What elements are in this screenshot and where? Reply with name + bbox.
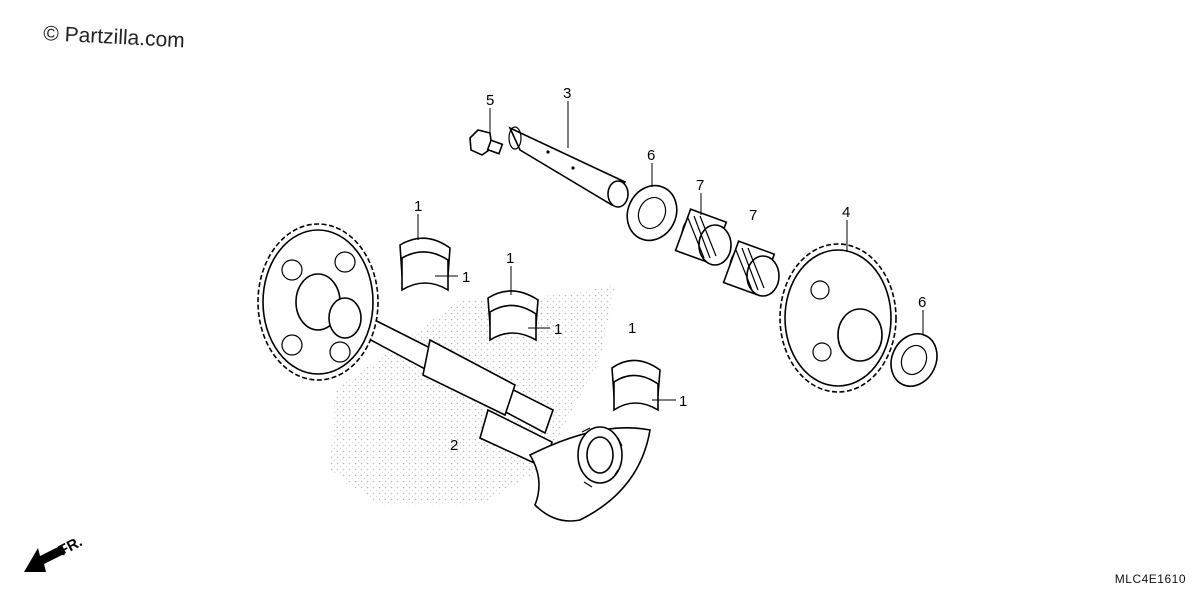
needle-bearing	[722, 240, 780, 297]
diagram-code: MLC4E1610	[1114, 572, 1186, 586]
callout-7-left: 7	[696, 177, 704, 194]
bearing-shell	[487, 290, 539, 342]
needle-bearing	[674, 208, 732, 266]
balancer-gear	[257, 223, 379, 381]
washer	[890, 333, 938, 387]
callout-6-upper: 6	[647, 147, 655, 164]
callout-5: 5	[486, 92, 494, 109]
washer	[626, 184, 678, 242]
callout-1d: 1	[554, 321, 562, 338]
callout-6-lower: 6	[918, 294, 926, 311]
callout-1f: 1	[679, 393, 687, 410]
callout-2: 2	[450, 437, 458, 454]
callout-4: 4	[842, 204, 850, 221]
callout-1a: 1	[414, 198, 422, 215]
idler-gear	[779, 243, 897, 393]
front-arrow-icon	[24, 545, 66, 572]
callout-1c: 1	[506, 250, 514, 267]
callout-3: 3	[563, 85, 571, 102]
bolt	[469, 129, 504, 156]
balancer-shaft	[343, 303, 651, 522]
callout-1b: 1	[462, 269, 470, 286]
bearing-shell	[399, 237, 451, 292]
callout-7-right: 7	[749, 207, 757, 224]
idler-shaft	[508, 126, 629, 208]
leader-lines	[417, 101, 924, 401]
bearing-shell	[611, 359, 661, 412]
callout-1e: 1	[628, 320, 636, 337]
